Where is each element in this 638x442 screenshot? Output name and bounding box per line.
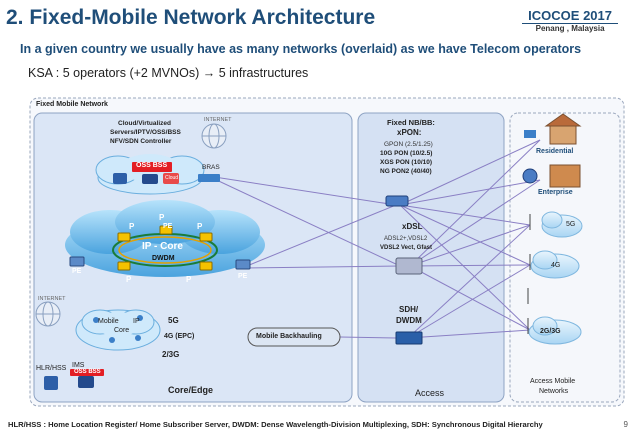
mobile-backhauling-label: Mobile Backhauling: [256, 333, 322, 340]
access-label: Access: [415, 388, 445, 398]
cell-23g: [528, 316, 582, 345]
p-label-2: P: [159, 213, 165, 222]
cell-23g-label: 2G/3G: [540, 328, 561, 335]
frame-label: Fixed Mobile Network: [36, 101, 108, 108]
pe-left-label: PE: [72, 268, 82, 275]
p-label-1: P: [129, 222, 135, 231]
xgspon-label: XGS PON (10/10): [380, 159, 433, 166]
access-mobile-label: Access Mobile: [530, 378, 576, 385]
dwdm-core-label: DWDM: [152, 255, 175, 262]
mobile-core-cloud: [75, 309, 161, 351]
dwdm-access-label: DWDM: [396, 316, 422, 325]
bottom-servers: [44, 369, 104, 390]
23g-core-label: 2/3G: [162, 350, 180, 359]
cell-4g-label: 4G: [551, 262, 561, 269]
p-label-4: P: [126, 275, 132, 284]
ims-label: IMS: [72, 362, 85, 369]
cell-5g-label: 5G: [566, 221, 576, 228]
sdh-device: [395, 331, 423, 345]
internet-top-label: INTERNET: [204, 117, 232, 123]
antenna-icons: [527, 214, 531, 334]
servers-label: Servers/IPTV/OSS/BSS: [110, 129, 181, 136]
conference-location: Penang , Malaysia: [535, 24, 605, 33]
residential-icon: [524, 113, 582, 145]
ip-label: IP: [133, 318, 140, 325]
ip-core-cloud: [65, 200, 265, 277]
fixed-nb-label: Fixed NB/BB:: [387, 118, 435, 127]
access-region: [357, 112, 505, 403]
access-networks-label: Networks: [539, 388, 569, 395]
oss-bss-label: OSS BSS: [136, 162, 168, 169]
ngpon2-label: NG PON2 (40/40): [380, 168, 432, 175]
enterprise-label: Enterprise: [538, 189, 573, 196]
subtitle: In a given country we usually have as ma…: [20, 42, 582, 56]
hlr-label: HLR/HSS: [36, 365, 67, 372]
ip-core-label: IP - Core: [142, 241, 183, 252]
mobile-label: Mobile: [98, 318, 119, 325]
5g-core-label: 5G: [168, 316, 179, 325]
pe-right-label: PE: [238, 273, 248, 280]
internet-left-label: INTERNET: [38, 296, 66, 302]
footer-glossary: HLR/HSS : Home Location Register/ Home S…: [8, 420, 543, 429]
mobile-backhauling-pill: [247, 327, 341, 347]
oss-bss-bottom-label: OSS BSS: [74, 369, 101, 375]
slide-title: 2. Fixed-Mobile Network Architecture: [6, 6, 376, 29]
vdsl2-label: VDSL2 Vect, Gfast: [380, 245, 433, 251]
nfv-label: NFV/SDN Controller: [110, 138, 172, 145]
cloud-small-label: Cloud: [165, 175, 179, 181]
cloud-virt-label: Cloud/Virtualized: [118, 120, 171, 127]
page-number: 9: [623, 420, 628, 429]
servers-cloud: [95, 154, 205, 195]
4g-core-label: 4G (EPC): [164, 333, 195, 340]
conference-badge: ICOCOE 2017 Penang , Malaysia: [522, 8, 618, 33]
core-edge-label: Core/Edge: [168, 385, 214, 395]
core-label: Core: [114, 327, 130, 334]
internet-globe-top: [201, 123, 227, 149]
xdsl-label: xDSL: [402, 222, 423, 231]
cell-5g: [541, 211, 583, 238]
bras-label: BRAS: [202, 164, 220, 171]
p-label-3: P: [197, 222, 203, 231]
xpon-label: xPON:: [397, 128, 422, 137]
bras-device: [198, 174, 220, 182]
conference-name: ICOCOE 2017: [522, 8, 618, 24]
internet-globe-left: [35, 301, 61, 327]
pe-top-label: PE: [163, 223, 173, 230]
xdsl-device: [395, 257, 423, 275]
ksa-line: KSA : 5 operators (+2 MVNOs) → 5 infrast…: [28, 66, 309, 80]
cell-4g: [530, 250, 580, 279]
enterprise-icon: [522, 164, 581, 188]
p-label-5: P: [186, 275, 192, 284]
sdh-label: SDH/: [399, 305, 419, 314]
access-links: [207, 139, 541, 339]
10gpon-label: 10G PON (10/2.5): [380, 150, 433, 157]
adsl-label: ADSL2+,VDSL2: [384, 236, 428, 242]
xpon-device: [385, 195, 409, 207]
residential-label: Residential: [536, 148, 574, 155]
gpon-label: GPON (2.5/1.25): [384, 141, 433, 148]
